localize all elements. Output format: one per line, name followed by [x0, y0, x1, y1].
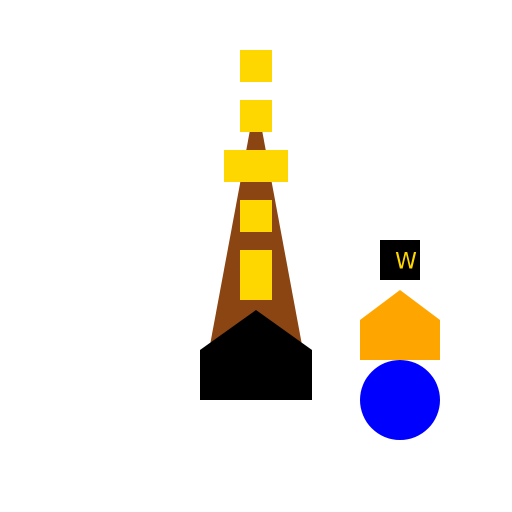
sign-label: W — [395, 250, 417, 275]
tower-base — [200, 310, 312, 400]
tower-block-wide — [224, 150, 288, 182]
orange-pentagon — [360, 290, 440, 360]
sign-background — [380, 240, 420, 280]
tower-body — [210, 130, 302, 345]
sign: W — [380, 240, 420, 280]
tower-block-4 — [240, 200, 272, 232]
tower-block-top — [240, 50, 272, 82]
blue-circle — [360, 360, 440, 440]
tower-block-2 — [240, 100, 272, 132]
tower-block-tall — [240, 250, 272, 300]
